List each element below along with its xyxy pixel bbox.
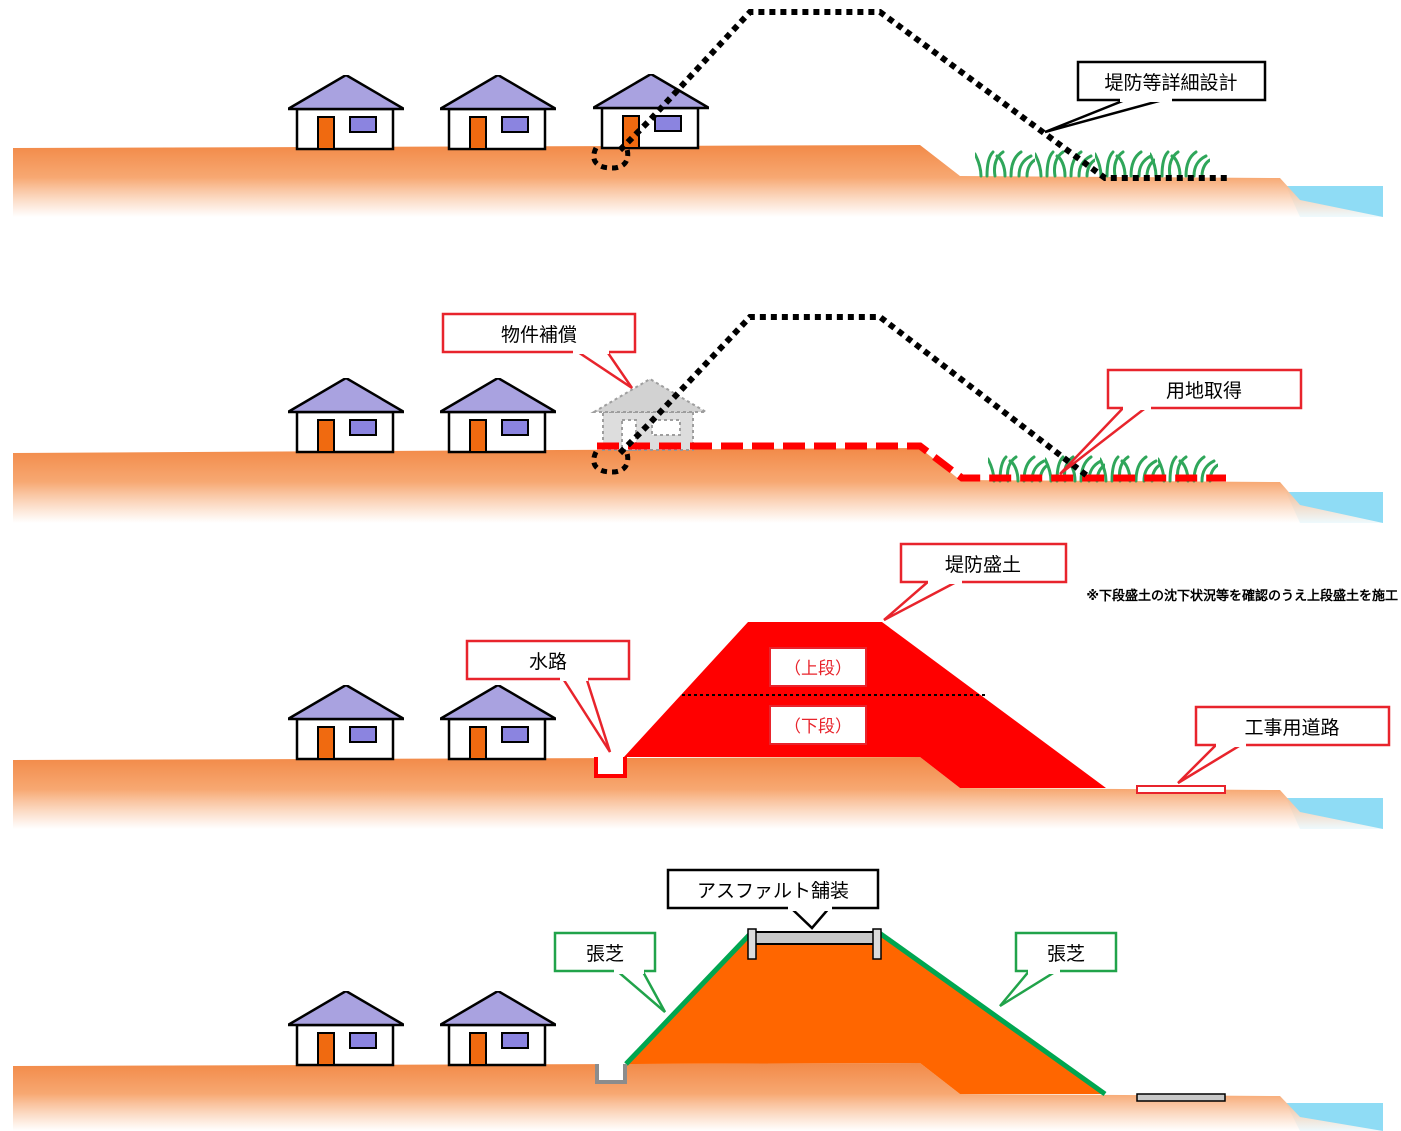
- panel-4-finished: アスファルト舗装 張芝 張芝: [13, 868, 1383, 1131]
- planned-embankment-outline: [617, 9, 1230, 181]
- lower-stage-label: （下段）: [784, 717, 852, 737]
- acquisition-boundary: [597, 442, 1226, 482]
- callout-design: 堤防等詳細設計: [1044, 60, 1267, 134]
- callout-turf-left: 張芝: [553, 931, 667, 1013]
- embankment-label: 堤防盛土: [945, 554, 1021, 576]
- turf-slope-right: [876, 929, 1107, 1097]
- lower-stage-box: （下段）: [769, 705, 867, 745]
- waterway-label: 水路: [529, 651, 567, 673]
- callout-turf-right: 張芝: [999, 931, 1118, 1008]
- construction-road: [1136, 785, 1226, 794]
- turf-left-label: 張芝: [586, 943, 624, 965]
- house-icon: [288, 75, 404, 149]
- house-icon: [440, 75, 556, 149]
- turf-slope-left: [624, 930, 754, 1066]
- finished-embankment: [626, 932, 1105, 1094]
- callout-embankment: 堤防盛土: [883, 542, 1068, 622]
- compensation-label: 物件補償: [501, 324, 577, 346]
- land-acquisition-label: 用地取得: [1166, 380, 1242, 402]
- ground-profile: [13, 145, 1383, 217]
- ground-profile: [13, 448, 1383, 523]
- panel-2-land: 物件補償 用地取得: [13, 312, 1383, 523]
- ground-profile: [13, 1063, 1383, 1131]
- house-icon: [288, 991, 404, 1065]
- house-icon: [440, 991, 556, 1065]
- house-icon: [288, 685, 404, 759]
- callout-waterway: 水路: [465, 639, 631, 753]
- upper-stage-label: （上段）: [784, 659, 852, 679]
- waterway-channel: [594, 757, 627, 778]
- waterway-channel: [595, 1064, 627, 1084]
- road-strip: [1136, 1093, 1226, 1102]
- construction-road-label: 工事用道路: [1244, 717, 1339, 739]
- panel-3-embankment: （上段） （下段） 堤防盛土 ※下段盛土の沈下状況等を確認のうえ上段盛土を施工 …: [13, 542, 1398, 829]
- grass-icon: [1150, 152, 1210, 176]
- callout-construction-road: 工事用道路: [1177, 705, 1391, 785]
- callout-compensation: 物件補償: [441, 312, 637, 390]
- callout-land-acquisition: 用地取得: [1059, 368, 1303, 475]
- design-label: 堤防等詳細設計: [1104, 72, 1237, 94]
- callout-asphalt: アスファルト舗装: [666, 868, 880, 930]
- embankment-note: ※下段盛土の沈下状況等を確認のうえ上段盛土を施工: [1086, 588, 1398, 604]
- planned-footing-outline: [591, 449, 631, 475]
- house-icon: [288, 378, 404, 452]
- removed-house-icon: [590, 377, 710, 451]
- turf-right-label: 張芝: [1047, 943, 1085, 965]
- house-icon: [440, 378, 556, 452]
- planned-footing-outline: [591, 145, 631, 171]
- asphalt-label: アスファルト舗装: [697, 880, 849, 902]
- asphalt-pavement: [747, 928, 882, 960]
- ground-profile: [13, 757, 1383, 829]
- upper-stage-box: （上段）: [769, 647, 867, 687]
- grass-icon: [975, 152, 1035, 176]
- grass-icon: [1095, 152, 1155, 176]
- house-icon: [440, 685, 556, 759]
- house-icon: [593, 74, 709, 148]
- panel-1-design: 堤防等詳細設計: [13, 9, 1383, 217]
